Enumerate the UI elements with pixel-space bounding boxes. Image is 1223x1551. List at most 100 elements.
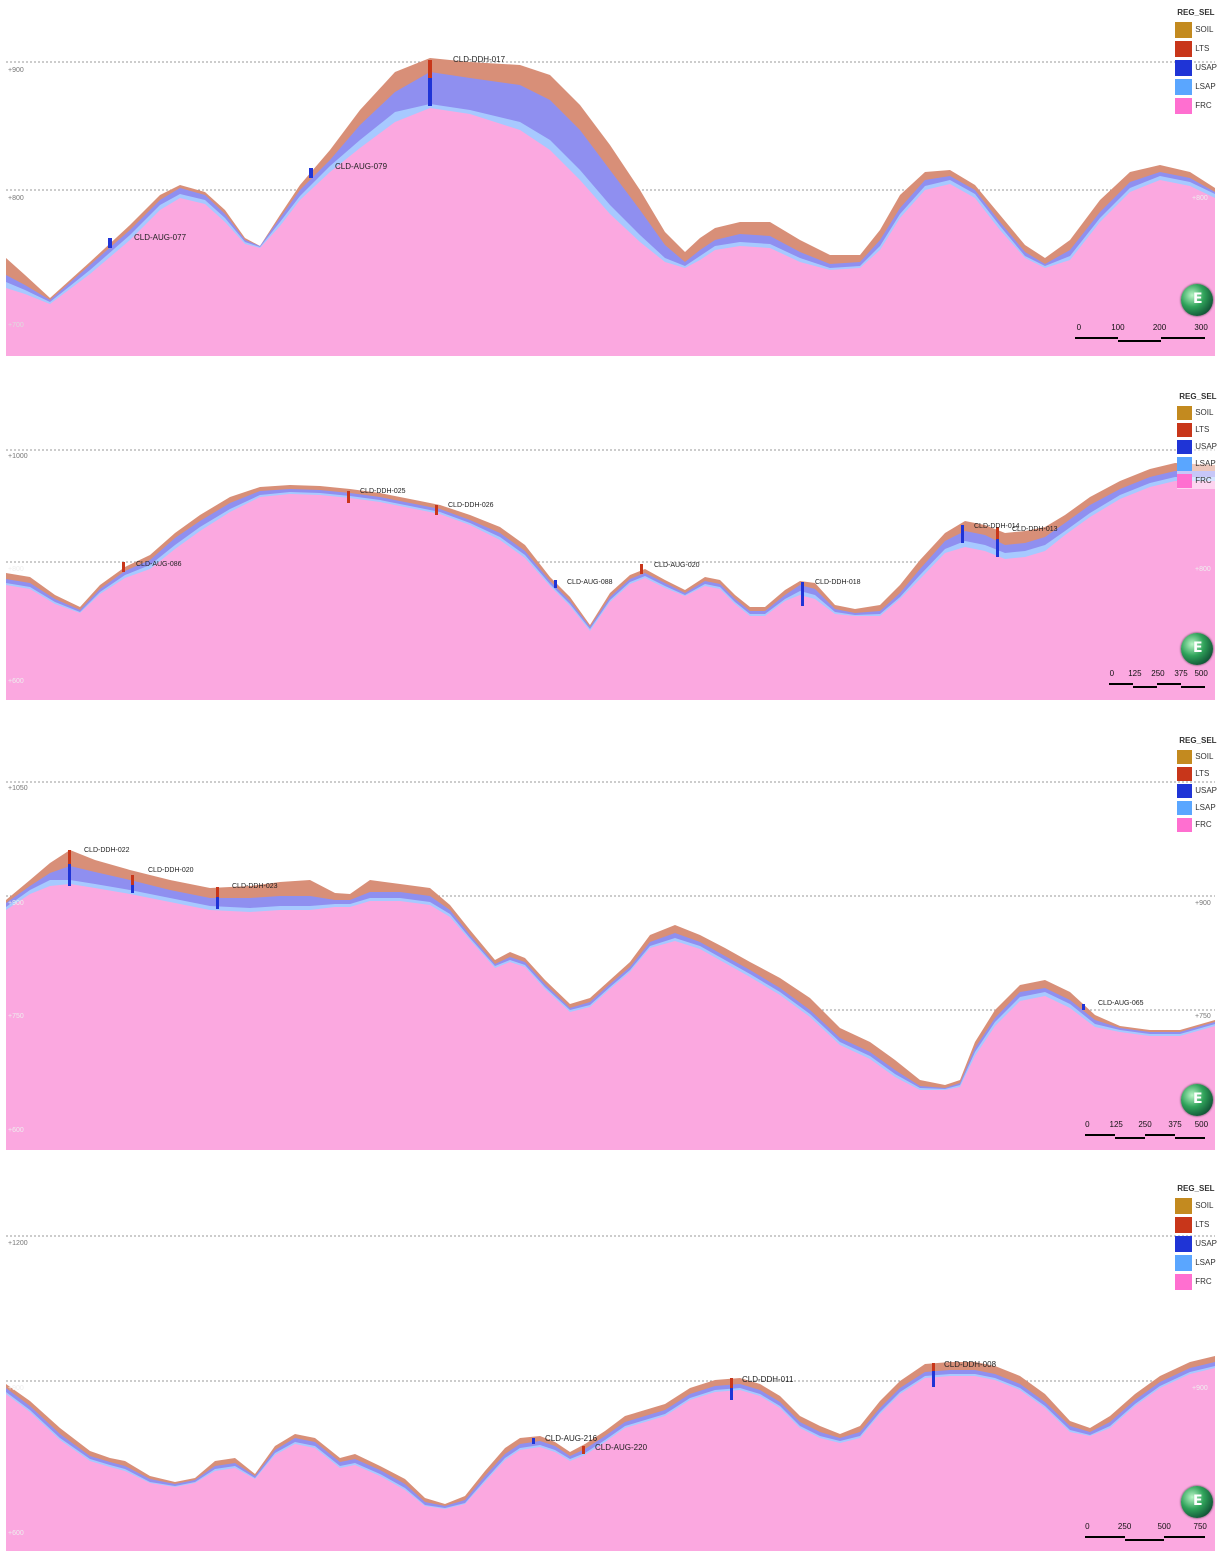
drillhole-label: CLD-DDH-020 [148, 867, 194, 874]
legend-swatch [1177, 439, 1193, 454]
legend-swatch [1175, 1235, 1193, 1252]
drillhole-marker [428, 78, 432, 106]
scale-bar: 0 100 200 300 [1075, 323, 1208, 347]
scale-tick: 500 [1194, 669, 1208, 678]
section-panel-3: CLD-DDH-022 CLD-DDH-020 CLD-DDH-023 CLD-… [0, 730, 1223, 1150]
legend-label: FRC [1195, 1277, 1212, 1286]
legend: REG_SEL SOIL LTS USAP LSAP FRC [1175, 1184, 1217, 1291]
drillhole-marker [68, 864, 71, 886]
elevation-label: +900 [8, 900, 24, 907]
drillhole-marker [428, 60, 432, 78]
legend-label: LTS [1195, 425, 1210, 434]
legend-swatch [1175, 21, 1193, 38]
legend-swatch [1177, 800, 1193, 815]
legend-swatch [1177, 766, 1193, 781]
frc-layer [6, 1368, 1215, 1551]
scale-tick: 0 [1085, 1120, 1090, 1129]
drillhole-marker [961, 525, 964, 543]
legend-label: LSAP [1195, 459, 1216, 468]
scale-tick: 250 [1117, 1522, 1132, 1531]
globe-north-icon: E [1181, 633, 1213, 665]
frc-layer [6, 481, 1215, 700]
section-1-svg: CLD-DDH-017 CLD-AUG-079 CLD-AUG-077 +900… [6, 55, 1215, 356]
legend-swatch [1175, 1216, 1193, 1233]
section-panel-4: CLD-DDH-011 CLD-DDH-008 CLD-AUG-216 CLD-… [0, 1176, 1223, 1551]
legend-item: FRC [1175, 1272, 1217, 1291]
legend-label: FRC [1195, 820, 1212, 829]
drillhole-marker [131, 875, 134, 885]
legend-item: USAP [1175, 58, 1217, 77]
drillhole-label: CLD-DDH-017 [453, 55, 506, 64]
scale-tick: 250 [1138, 1120, 1152, 1129]
frc-layer [6, 108, 1215, 356]
legend-item: LTS [1177, 421, 1217, 438]
legend-label: FRC [1195, 476, 1212, 485]
globe-north-icon: E [1181, 1486, 1213, 1518]
drillhole-label: CLD-DDH-014 [974, 523, 1020, 530]
scale-tick: 500 [1157, 1522, 1171, 1531]
scale-bar: 0 125 250 375 500 [1085, 1120, 1209, 1144]
legend-swatch [1177, 473, 1193, 488]
legend-label: SOIL [1195, 1201, 1214, 1210]
frc-layer [6, 884, 1215, 1150]
legend-swatch [1175, 1197, 1193, 1214]
legend-item: LTS [1177, 765, 1217, 782]
legend-item: FRC [1177, 816, 1217, 833]
elevation-label: +750 [8, 1013, 24, 1020]
scale-tick: 300 [1194, 323, 1208, 332]
section-4-svg: CLD-DDH-011 CLD-DDH-008 CLD-AUG-216 CLD-… [6, 1235, 1215, 1551]
drillhole-label: CLD-AUG-220 [595, 1443, 648, 1452]
elevation-label-right: +900 [1192, 1385, 1208, 1392]
legend: REG_SEL SOIL LTS USAP LSAP FRC [1177, 392, 1217, 489]
legend-item: LSAP [1175, 1253, 1217, 1272]
scale-bar: 0 250 500 750 [1085, 1522, 1207, 1546]
legend-swatch [1175, 97, 1193, 114]
legend-swatch [1177, 422, 1193, 437]
elevation-label-right: +800 [1192, 195, 1208, 202]
legend-label: SOIL [1195, 25, 1214, 34]
elevation-label: +600 [8, 1127, 24, 1134]
legend-item: SOIL [1177, 404, 1217, 421]
legend-label: USAP [1195, 442, 1217, 451]
legend-swatch [1175, 40, 1193, 57]
drillhole-marker [435, 505, 438, 515]
drillhole-label: CLD-DDH-026 [448, 502, 494, 509]
drillhole-label: CLD-AUG-077 [134, 233, 187, 242]
drillhole-marker [532, 1438, 535, 1444]
scale-tick: 0 [1109, 669, 1115, 678]
drillhole-marker [347, 491, 350, 503]
drillhole-marker [996, 527, 999, 539]
legend-title: REG_SEL [1179, 736, 1217, 745]
drillhole-label: CLD-DDH-008 [944, 1360, 997, 1369]
elevation-label: +800 [8, 195, 24, 202]
drillhole-marker [68, 850, 71, 864]
elevation-label: +900 [8, 67, 24, 74]
drillhole-marker [216, 897, 219, 909]
drillhole-marker [932, 1363, 935, 1371]
legend: REG_SEL SOIL LTS USAP LSAP FRC [1177, 736, 1217, 833]
drillhole-marker [582, 1446, 585, 1454]
legend-label: USAP [1195, 786, 1217, 795]
drillhole-marker [996, 539, 999, 557]
legend-label: USAP [1195, 1239, 1217, 1248]
drillhole-label: CLD-DDH-018 [815, 579, 861, 586]
scale-tick: 500 [1194, 1120, 1209, 1129]
legend-item: SOIL [1177, 748, 1217, 765]
drillhole-marker [730, 1378, 733, 1388]
legend-label: SOIL [1195, 408, 1214, 417]
legend-title: REG_SEL [1177, 8, 1215, 17]
legend: REG_SEL SOIL LTS USAP LSAP FRC [1175, 8, 1217, 115]
legend-label: FRC [1195, 101, 1212, 110]
legend-swatch [1177, 817, 1193, 832]
drillhole-label: CLD-DDH-013 [1012, 526, 1058, 533]
legend-swatch [1175, 1254, 1193, 1271]
elevation-label-right: +750 [1195, 1013, 1211, 1020]
elevation-label-right: +800 [1195, 566, 1211, 573]
legend-label: LTS [1195, 769, 1210, 778]
legend-item: LSAP [1177, 455, 1217, 472]
scale-bar: 0 125 250 375 500 [1109, 669, 1208, 693]
elevation-label: +600 [8, 678, 24, 685]
legend-swatch [1177, 456, 1193, 471]
drillhole-marker [122, 562, 125, 572]
drillhole-marker [801, 582, 804, 606]
